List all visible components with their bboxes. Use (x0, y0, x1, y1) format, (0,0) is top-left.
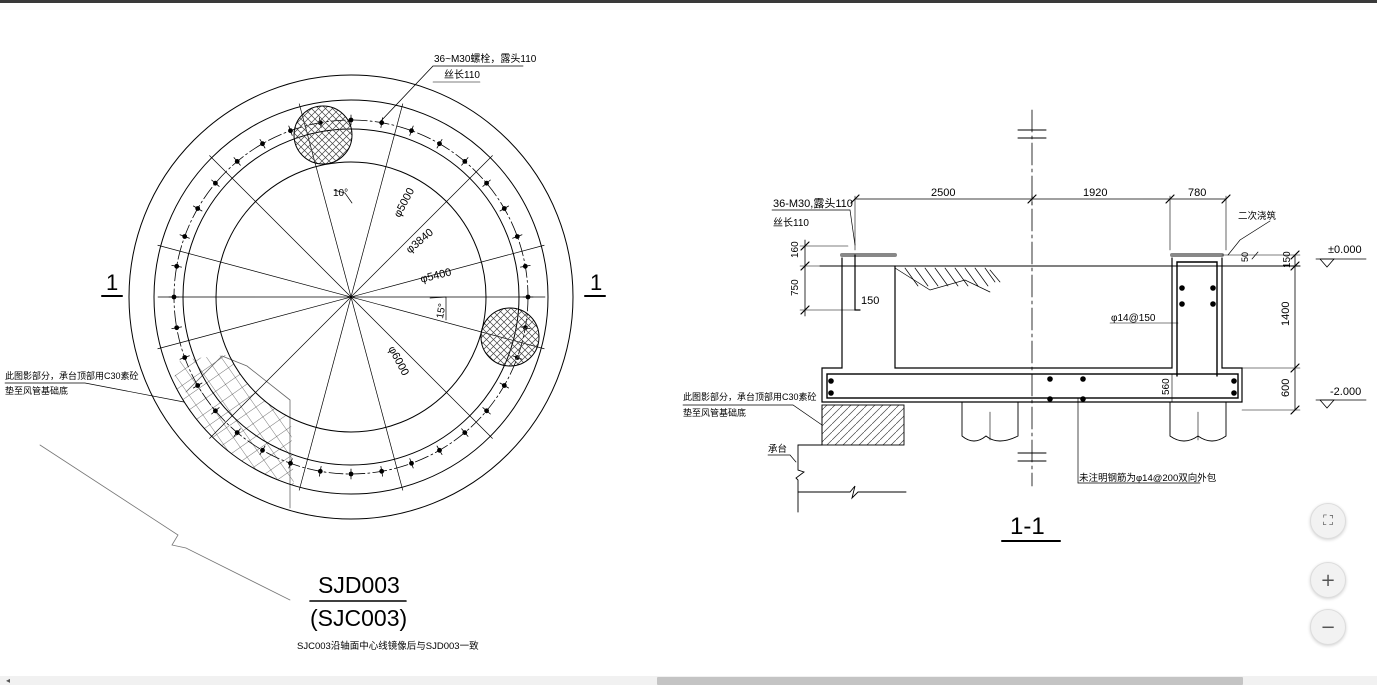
plan-bolt-note-line2: 丝长110 (444, 69, 480, 81)
section-dim-1400: 1400 (1280, 302, 1292, 326)
plan-view (4, 65, 606, 602)
section-dim-560: 560 (1161, 378, 1172, 395)
plan-bolt-tick (259, 445, 266, 456)
section-hatch-note-line2: 垫至风管基础底 (683, 407, 746, 418)
section-dim-50: 50 (1240, 252, 1250, 262)
plan-bolt-tick (380, 465, 384, 477)
plan-dia-6000: φ6000 (385, 344, 410, 378)
plan-bolt-tick (288, 458, 293, 469)
plan-hatch-region (160, 355, 295, 494)
plan-bolt-tick (499, 382, 510, 389)
section-dim-1920: 1920 (1083, 187, 1107, 199)
plan-bolt-note-line1: 36~M30螺栓，露头110 (434, 52, 537, 65)
horizontal-scrollbar-thumb[interactable] (657, 677, 1243, 685)
plan-dia-5400: φ5400 (419, 266, 453, 285)
plan-mirror-note: SJC003沿轴面中心线镜像后与SJD003一致 (297, 640, 479, 652)
scroll-left-arrow-icon[interactable]: ◂ (6, 676, 11, 685)
plan-break-line (39, 444, 291, 601)
plan-hatch-note-line2: 垫至风管基础底 (5, 385, 68, 396)
plan-hatch-leader (4, 382, 185, 403)
plan-radial-lines (157, 103, 546, 491)
plan-bolt-tick (520, 264, 531, 268)
plan-bolt-tick (461, 428, 469, 437)
fit-screen-button[interactable]: ⛶ (1310, 503, 1346, 539)
plan-circle-5400 (153, 99, 549, 495)
plan-anchor-pit-right (480, 307, 540, 367)
fit-screen-icon: ⛶ (1323, 513, 1333, 529)
section-bolt-note-line2: 丝长110 (773, 217, 809, 229)
plan-hatch-outline (185, 355, 291, 509)
plan-bolt-tick (211, 407, 220, 415)
plan-bolt-marks (168, 114, 534, 480)
section-dim-150-right: 150 (1282, 251, 1293, 268)
plan-bolt-tick (192, 205, 203, 212)
plan-bolt-tick (499, 205, 510, 212)
plan-bolt-leader (379, 65, 524, 123)
minus-icon: − (1320, 616, 1336, 638)
plan-bolt-tick (171, 264, 183, 268)
section-rebar-label: φ14@150 (1111, 313, 1156, 324)
plan-bolt-tick (436, 445, 443, 456)
plan-bolt-tick (233, 428, 241, 437)
plan-bolt-tick (179, 234, 190, 239)
plan-texts: 36~M30螺栓，露头110 丝长110 10° 15° φ5000 φ3840… (5, 52, 602, 652)
plus-icon: + (1320, 569, 1336, 591)
plan-bolt-tick (409, 458, 414, 469)
plan-dia-5000: φ5000 (392, 186, 417, 220)
section-hatch-note-line1: 此图影部分，承台顶部用C30素砼 (683, 391, 817, 402)
plan-section-mark-right: 1 (590, 270, 602, 295)
section-texts: 36-M30,露头110 丝长110 2500 1920 780 二次浇筑 16… (683, 187, 1362, 540)
section-dim-150-left: 150 (861, 295, 879, 307)
section-title: 1-1 (1010, 513, 1045, 540)
plan-bolt-tick (461, 157, 469, 166)
section-bolt-note-line1: 36-M30,露头110 (773, 197, 853, 210)
plan-bolt-tick (288, 125, 293, 136)
plan-bolt-tick (233, 157, 241, 166)
plan-dia-3840: φ3840 (404, 227, 436, 257)
section-pile-cap-label: 承台 (768, 443, 787, 455)
plan-drawing-no: SJD003 (318, 572, 400, 598)
plan-bolt-tick (409, 125, 414, 136)
plan-bolt-tick (318, 465, 322, 477)
section-dim-160: 160 (790, 241, 801, 258)
section-dim-600: 600 (1280, 379, 1292, 397)
section-elev-bottom: -2.000 (1330, 386, 1361, 398)
plan-section-mark-left: 1 (106, 270, 118, 295)
section-rebar-note: 未注明钢筋为φ14@200双向外包 (1079, 472, 1217, 484)
plan-bolt-tick (211, 179, 220, 187)
plan-bolt-tick (192, 382, 203, 389)
plan-drawing-no-mirror: (SJC003) (310, 605, 407, 631)
plan-bolt-tick (512, 234, 523, 239)
plan-angle-10: 10° (333, 188, 348, 199)
plan-circle-6000 (128, 74, 574, 520)
section-elev-top: ±0.000 (1328, 244, 1362, 256)
section-dim-2500: 2500 (931, 187, 955, 199)
zoom-in-button[interactable]: + (1310, 562, 1346, 598)
plan-bolt-tick (171, 326, 183, 330)
plan-hatch-note-line1: 此图影部分，承台顶部用C30素砼 (5, 370, 139, 381)
plan-bolt-tick (179, 355, 190, 360)
section-rebar-dots (828, 285, 1237, 402)
section-second-grout: 二次浇筑 (1238, 210, 1277, 222)
section-dim-750: 750 (790, 279, 801, 296)
plan-bolt-tick (259, 138, 266, 149)
section-dim-780: 780 (1188, 187, 1206, 199)
section-view (682, 109, 1367, 542)
section-hatch-pad (821, 404, 905, 446)
plan-angle-15: 15° (435, 303, 448, 320)
plan-bolt-tick (482, 407, 491, 415)
zoom-out-button[interactable]: − (1310, 609, 1346, 645)
plan-bolt-tick (482, 179, 491, 187)
plan-anchor-pit-top (293, 105, 353, 165)
window-top-border (0, 0, 1377, 3)
plan-bolt-tick (436, 138, 443, 149)
